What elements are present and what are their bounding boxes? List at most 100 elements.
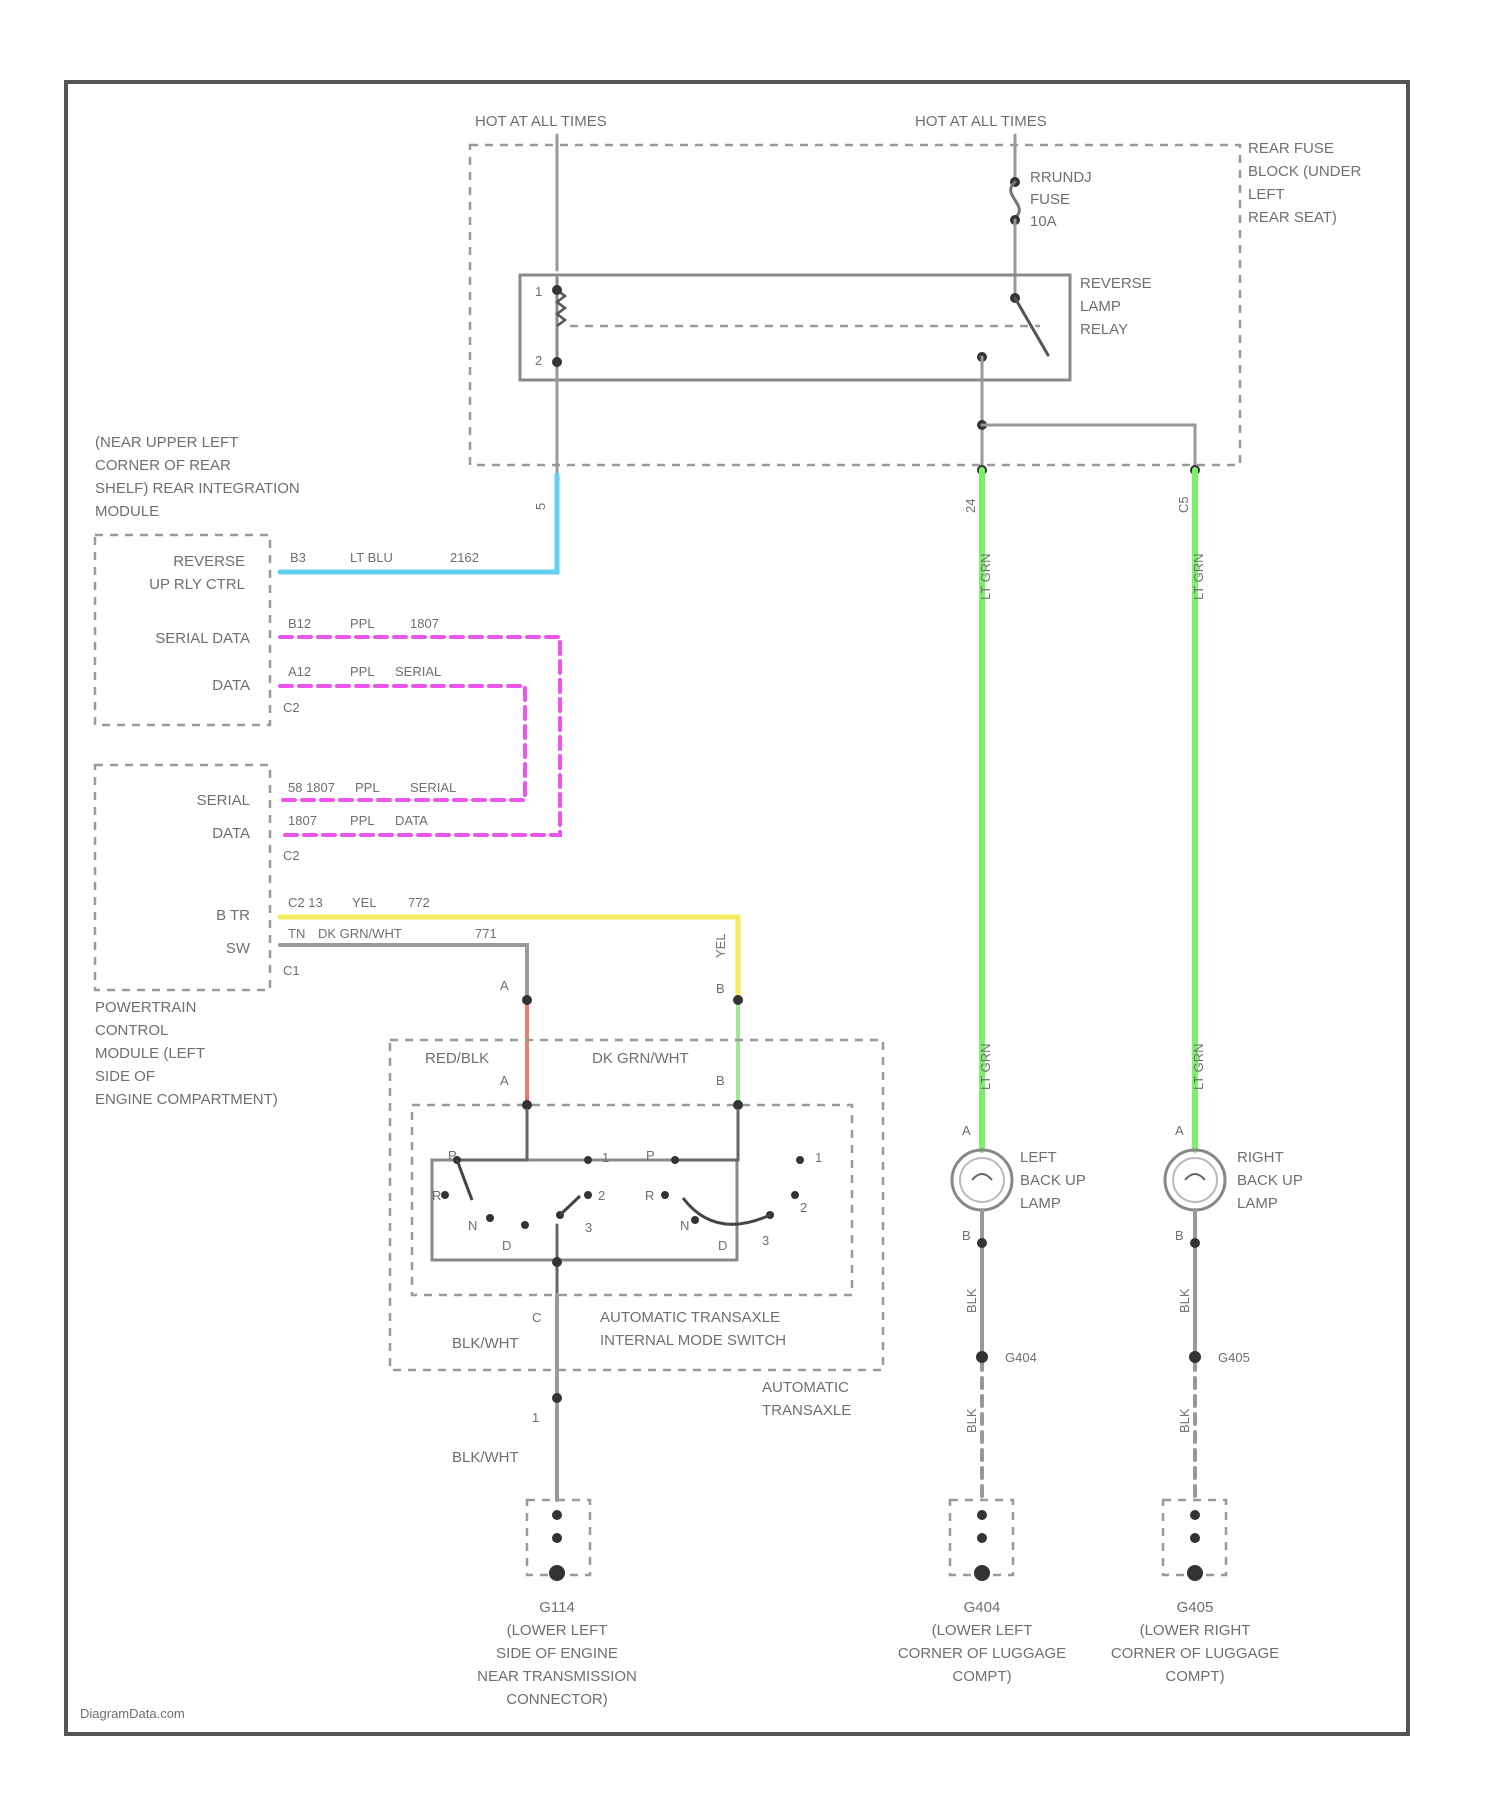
g404-splice bbox=[976, 1351, 988, 1363]
svg-text:INTERNAL MODE SWITCH: INTERNAL MODE SWITCH bbox=[600, 1332, 786, 1349]
svg-text:BACK UP: BACK UP bbox=[1237, 1172, 1303, 1189]
right-lamp-pin-b: B bbox=[1175, 1228, 1184, 1243]
svg-text:P: P bbox=[646, 1148, 655, 1163]
btr-wire-label: C2 13 YEL 772 bbox=[288, 895, 430, 910]
svg-text:G404: G404 bbox=[964, 1599, 1001, 1616]
g405-splice-label: G405 bbox=[1218, 1350, 1250, 1365]
svg-text:MODULE (LEFT: MODULE (LEFT bbox=[95, 1045, 205, 1062]
svg-text:SIDE OF ENGINE: SIDE OF ENGINE bbox=[496, 1645, 618, 1662]
svg-text:3: 3 bbox=[585, 1220, 592, 1235]
rear-fuse-block-label: REAR FUSE BLOCK (UNDER LEFT REAR SEAT) bbox=[1248, 140, 1362, 226]
serial-wire-2-label: A12 PPL SERIAL bbox=[288, 664, 441, 679]
rim-connector: C2 bbox=[283, 700, 300, 715]
right-blk-label-2: BLK bbox=[1177, 1408, 1192, 1433]
svg-text:SERIAL: SERIAL bbox=[410, 780, 456, 795]
internal-mode-switch-label: AUTOMATIC TRANSAXLE INTERNAL MODE SWITCH bbox=[600, 1309, 786, 1349]
left-circuit-tag: 24 bbox=[963, 499, 978, 513]
svg-text:LAMP: LAMP bbox=[1020, 1195, 1061, 1212]
svg-text:B12: B12 bbox=[288, 616, 311, 631]
svg-text:REAR SEAT): REAR SEAT) bbox=[1248, 209, 1337, 226]
svg-text:PPL: PPL bbox=[350, 813, 375, 828]
pcm-sw-label: SW bbox=[226, 940, 251, 957]
svg-text:CORNER OF REAR: CORNER OF REAR bbox=[95, 457, 231, 474]
svg-text:1807: 1807 bbox=[410, 616, 439, 631]
svg-text:772: 772 bbox=[408, 895, 430, 910]
fuse-label: RRUNDJ FUSE 10A bbox=[1030, 169, 1092, 230]
pcm-serial-label: SERIAL bbox=[197, 792, 250, 809]
svg-text:LAMP: LAMP bbox=[1237, 1195, 1278, 1212]
svg-text:CONNECTOR): CONNECTOR) bbox=[506, 1691, 607, 1708]
svg-text:REVERSE: REVERSE bbox=[173, 553, 245, 570]
rim-relay-wire-tag: 5 bbox=[533, 503, 548, 510]
svg-text:DATA: DATA bbox=[395, 813, 428, 828]
svg-text:SHELF) REAR INTEGRATION: SHELF) REAR INTEGRATION bbox=[95, 480, 300, 497]
svg-text:(NEAR UPPER LEFT: (NEAR UPPER LEFT bbox=[95, 434, 238, 451]
right-circuit-tag: C5 bbox=[1176, 496, 1191, 513]
pin-c: C bbox=[532, 1310, 541, 1325]
svg-text:NEAR TRANSMISSION: NEAR TRANSMISSION bbox=[477, 1668, 637, 1685]
svg-text:2: 2 bbox=[800, 1200, 807, 1215]
svg-text:LAMP: LAMP bbox=[1080, 298, 1121, 315]
reverse-up-relay-ctrl-label: REVERSE UP RLY CTRL bbox=[149, 553, 245, 593]
internal-mode-switch-outline bbox=[412, 1105, 852, 1295]
automatic-transaxle-label: AUTOMATIC TRANSAXLE bbox=[762, 1379, 851, 1419]
pcm-data-label: DATA bbox=[212, 825, 250, 842]
footer-watermark: DiagramData.com bbox=[80, 1706, 185, 1721]
right-blk-label-1: BLK bbox=[1177, 1288, 1192, 1313]
rear-fuse-block-outline bbox=[470, 145, 1240, 465]
svg-text:PPL: PPL bbox=[355, 780, 380, 795]
svg-text:CONTROL: CONTROL bbox=[95, 1022, 168, 1039]
diagram-frame bbox=[66, 82, 1408, 1734]
rim-serial-data-label: SERIAL DATA bbox=[155, 630, 250, 647]
svg-text:N: N bbox=[468, 1218, 477, 1233]
svg-text:TRANSAXLE: TRANSAXLE bbox=[762, 1402, 851, 1419]
svg-text:REVERSE: REVERSE bbox=[1080, 275, 1152, 292]
svg-text:RRUNDJ: RRUNDJ bbox=[1030, 169, 1092, 186]
svg-text:1807: 1807 bbox=[288, 813, 317, 828]
left-wire-color-top: LT GRN bbox=[978, 554, 993, 600]
right-back-up-lamp-icon bbox=[1165, 1150, 1225, 1210]
svg-text:POWERTRAIN: POWERTRAIN bbox=[95, 999, 196, 1016]
ground-pin: 1 bbox=[532, 1410, 539, 1425]
pcm-connector-c2: C2 bbox=[283, 848, 300, 863]
svg-text:P: P bbox=[448, 1148, 457, 1163]
svg-text:D: D bbox=[502, 1238, 511, 1253]
svg-text:58 1807: 58 1807 bbox=[288, 780, 335, 795]
sw-wire-label: TN DK GRN/WHT 771 bbox=[288, 926, 497, 941]
svg-text:G114: G114 bbox=[539, 1599, 575, 1616]
relay-pin-top: 1 bbox=[535, 284, 542, 299]
pcm-connector-c1: C1 bbox=[283, 963, 300, 978]
blk-wht-label-1: BLK/WHT bbox=[452, 1335, 519, 1352]
svg-text:LEFT: LEFT bbox=[1020, 1149, 1057, 1166]
rim-location-label: (NEAR UPPER LEFT CORNER OF REAR SHELF) R… bbox=[95, 434, 300, 520]
svg-text:10A: 10A bbox=[1030, 213, 1057, 230]
svg-text:MODULE: MODULE bbox=[95, 503, 159, 520]
svg-text:G405: G405 bbox=[1177, 1599, 1214, 1616]
reverse-lamp-relay-label: REVERSE LAMP RELAY bbox=[1080, 275, 1152, 338]
svg-text:UP RLY CTRL: UP RLY CTRL bbox=[149, 576, 245, 593]
svg-text:PPL: PPL bbox=[350, 616, 375, 631]
mode-switch-right-icon bbox=[661, 1156, 804, 1224]
reverse-wire-label: B3 LT BLU 2162 bbox=[290, 550, 479, 565]
g404-label: G404 (LOWER LEFT CORNER OF LUGGAGE COMPT… bbox=[898, 1599, 1066, 1685]
switch-housing bbox=[432, 1160, 737, 1260]
svg-text:FUSE: FUSE bbox=[1030, 191, 1070, 208]
svg-text:R: R bbox=[432, 1188, 441, 1203]
svg-text:1: 1 bbox=[602, 1150, 609, 1165]
left-back-up-lamp-icon bbox=[952, 1150, 1012, 1210]
mode-switch-left-icon bbox=[441, 1156, 592, 1229]
svg-text:SERIAL: SERIAL bbox=[395, 664, 441, 679]
left-back-up-lamp-label: LEFT BACK UP LAMP bbox=[1020, 1149, 1086, 1212]
red-blk-label: RED/BLK bbox=[425, 1050, 489, 1067]
yel-tag: YEL bbox=[713, 933, 728, 958]
svg-text:D: D bbox=[718, 1238, 727, 1253]
serial-wire-1-label: B12 PPL 1807 bbox=[288, 616, 439, 631]
g405-label: G405 (LOWER RIGHT CORNER OF LUGGAGE COMP… bbox=[1111, 1599, 1279, 1685]
left-blk-label-1: BLK bbox=[964, 1288, 979, 1313]
svg-text:2: 2 bbox=[598, 1188, 605, 1203]
mode-positions-right: P R N D 1 2 3 bbox=[645, 1148, 822, 1253]
svg-text:COMPT): COMPT) bbox=[1165, 1668, 1224, 1685]
sw-wire bbox=[280, 945, 527, 1000]
right-wire-color-bottom: LT GRN bbox=[1191, 1044, 1206, 1090]
